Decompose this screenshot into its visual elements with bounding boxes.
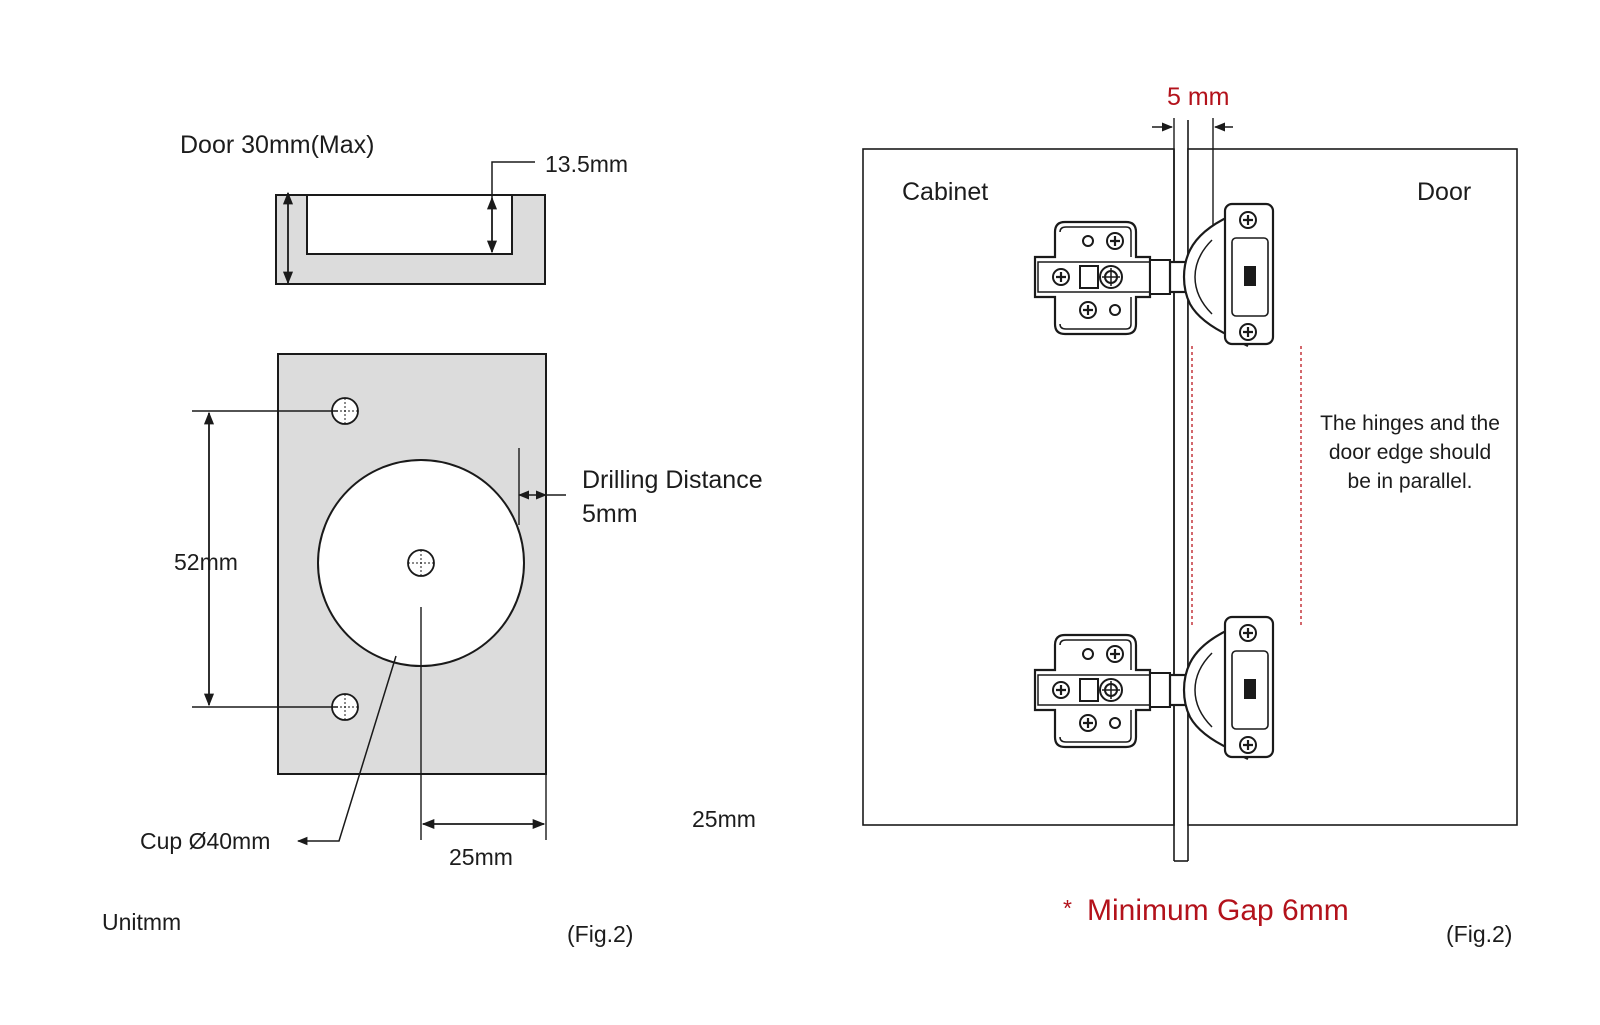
parallel-note-line-3: be in parallel. (1347, 470, 1473, 493)
cup-depth-leader-line (491, 161, 535, 198)
parallel-note-line-1: The hinges and the (1320, 412, 1500, 435)
stray-dimension-label: 25mm (692, 806, 756, 832)
door-thickness-label: Door 30mm(Max) (180, 131, 375, 159)
door-cross-section (275, 194, 546, 285)
minimum-gap-asterisk: * (1063, 895, 1072, 921)
hole-spacing-label: 52mm (174, 549, 238, 575)
cabinet-label: Cabinet (902, 178, 989, 206)
left-figure-caption: (Fig.2) (567, 921, 634, 947)
parallel-note: The hinges and the door edge should be i… (1305, 409, 1515, 496)
unit-label: Unitmm (102, 909, 182, 935)
parallel-note-line-2: door edge should (1328, 441, 1492, 464)
minimum-gap-label: Minimum Gap 6mm (1087, 894, 1349, 927)
drilling-distance-value: 5mm (582, 500, 638, 528)
door-label: Door (1417, 178, 1472, 206)
cup-center-mark (407, 549, 435, 577)
drilling-distance-label: Drilling Distance (582, 466, 763, 494)
cup-diameter-label: Cup Ø40mm (140, 828, 271, 854)
center-offset-label: 25mm (449, 844, 513, 870)
cup-depth-label: 13.5mm (545, 151, 629, 177)
right-figure-caption: (Fig.2) (1446, 921, 1513, 947)
top-screw-hole (331, 397, 359, 425)
cup-diameter-leader-line (296, 655, 397, 846)
gap-dimension-label: 5 mm (1167, 83, 1230, 111)
